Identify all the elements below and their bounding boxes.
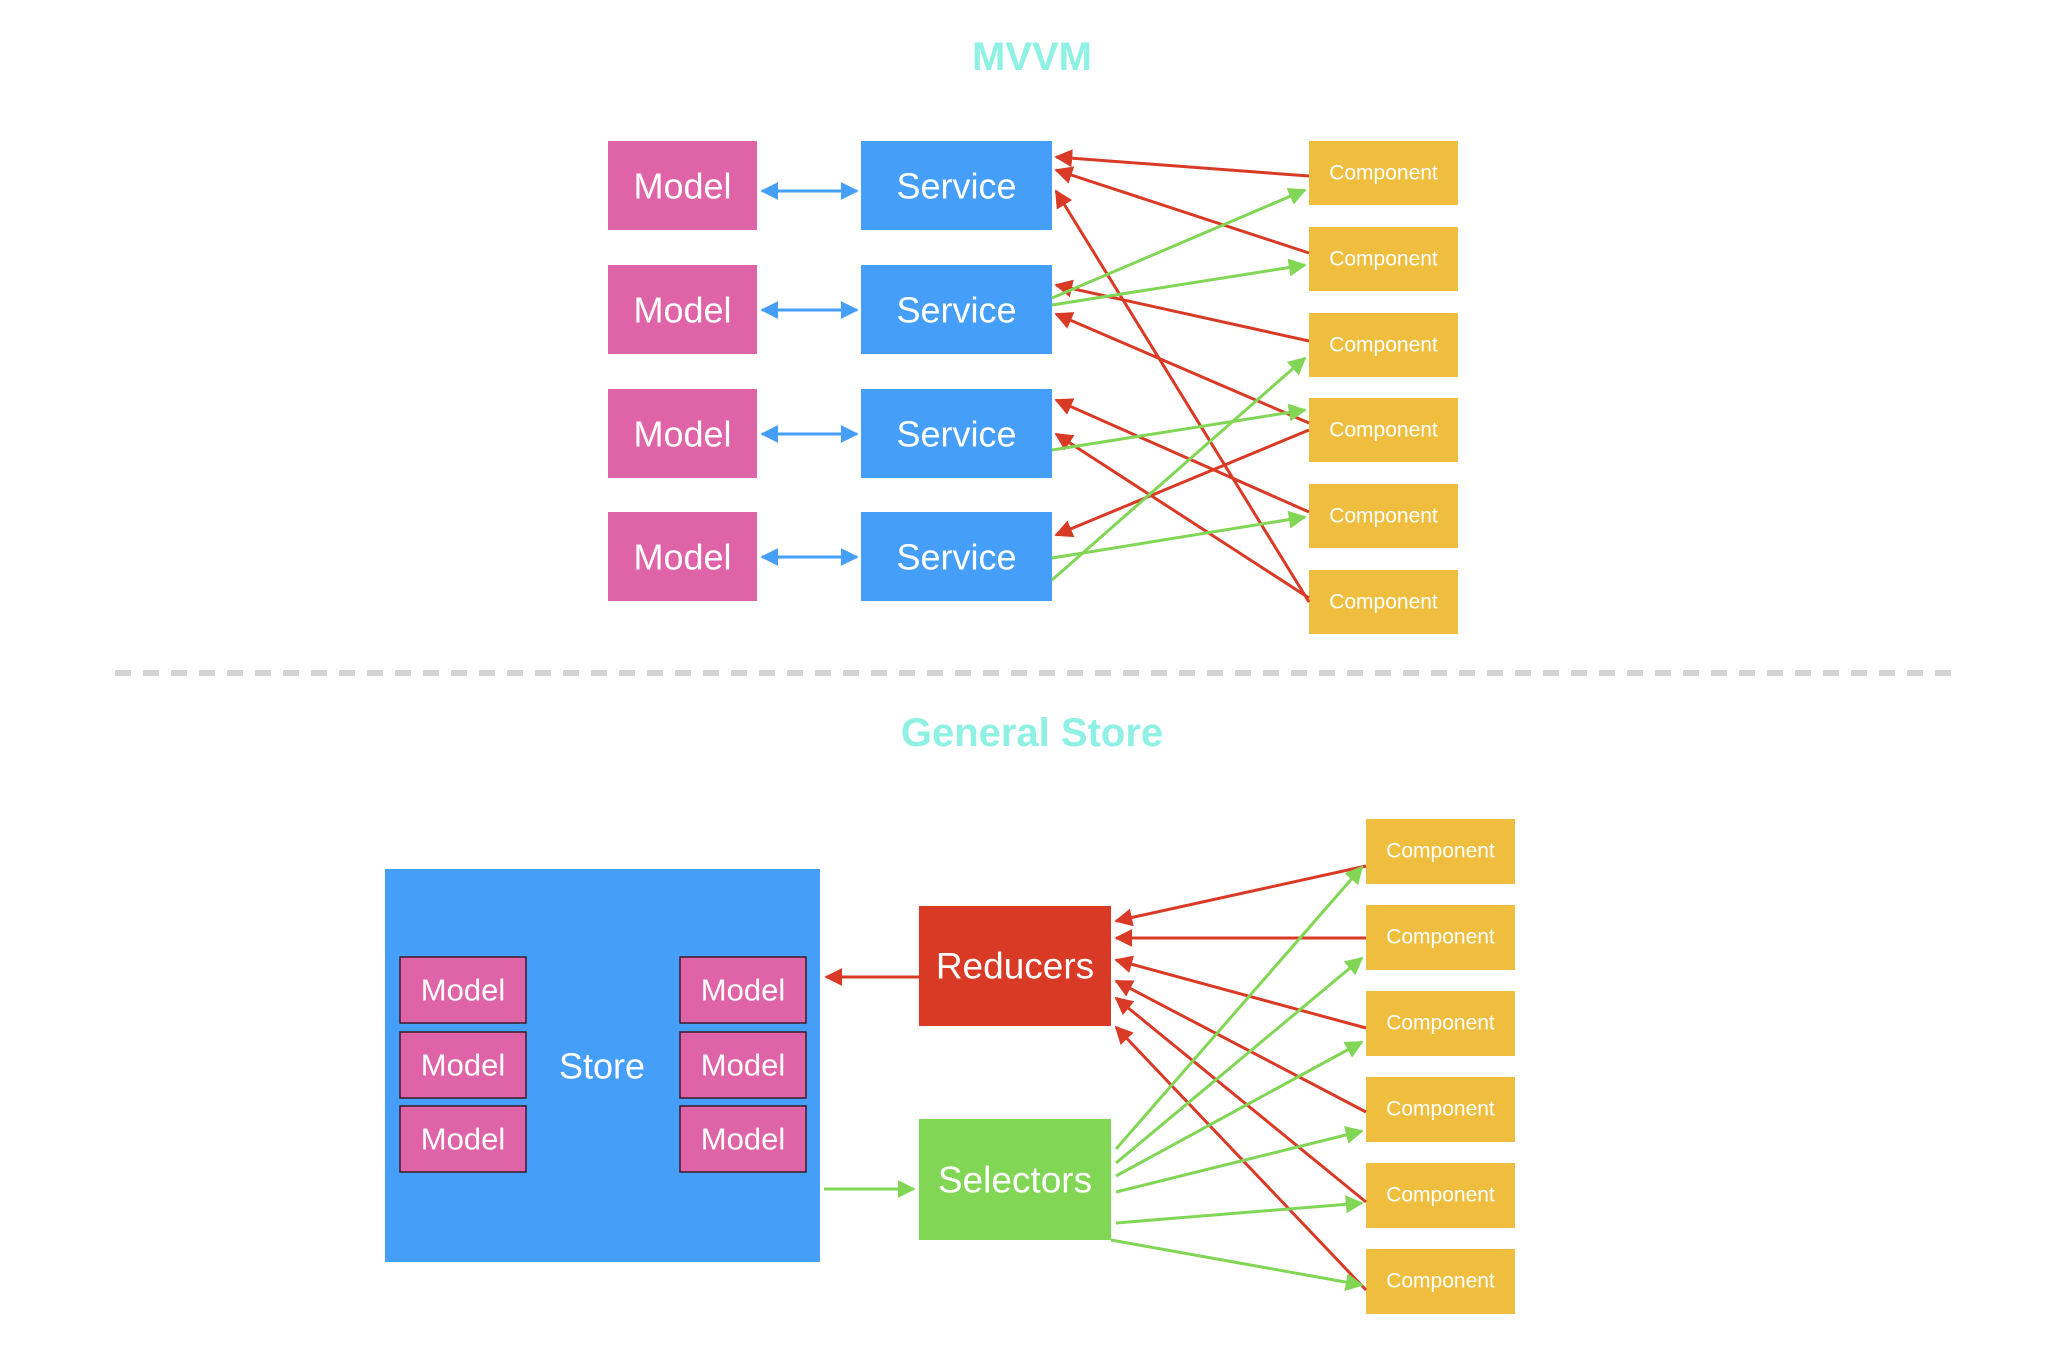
component-to-reducers-arrow (1114, 955, 1367, 1030)
store-model: Model (679, 1031, 807, 1099)
store-component-label: Component (1386, 1098, 1495, 1121)
store-model-label: Model (701, 1048, 785, 1083)
store-model: Model (679, 1105, 807, 1173)
store-component: Component (1366, 1077, 1515, 1142)
store-component: Component (1366, 819, 1515, 884)
selectors-to-component-arrow (1115, 1040, 1364, 1178)
mvvm-component-label: Component (1329, 419, 1438, 442)
component-to-service-arrow (1054, 189, 1311, 603)
store-component: Component (1366, 1163, 1515, 1228)
mvvm-component-label: Component (1329, 334, 1438, 357)
service-to-component-arrow (1051, 356, 1307, 582)
mvvm-component: Component (1309, 227, 1458, 291)
service-to-component-arrow (1051, 510, 1307, 560)
mvvm-model: Model (608, 141, 757, 230)
store-model: Model (399, 1105, 527, 1173)
mvvm-model: Model (608, 265, 757, 354)
component-to-service-arrow (1054, 166, 1310, 255)
component-to-reducers-arrow (1114, 979, 1367, 1114)
store-component-label: Component (1386, 1270, 1495, 1293)
component-to-service-arrow (1054, 432, 1310, 600)
mvvm-component-label: Component (1329, 162, 1438, 185)
store-model-label: Model (421, 1122, 505, 1157)
store-model-label: Model (701, 973, 785, 1008)
selectors-to-component-arrow (1115, 956, 1364, 1165)
mvvm-component: Component (1309, 398, 1458, 462)
mvvm-component-label: Component (1329, 248, 1438, 271)
mvvm-component-label: Component (1329, 591, 1438, 614)
store-model: Model (399, 1031, 527, 1099)
mvvm-component: Component (1309, 484, 1458, 548)
store-component: Component (1366, 905, 1515, 970)
component-to-service-arrow (1054, 428, 1310, 538)
mvvm-component: Component (1309, 313, 1458, 377)
mvvm-service: Service (861, 141, 1052, 230)
component-to-service-arrow (1054, 398, 1310, 514)
mvvm-service: Service (861, 512, 1052, 601)
store-model: Model (399, 956, 527, 1024)
mvvm-service: Service (861, 265, 1052, 354)
mvvm-model-label: Model (633, 537, 731, 578)
selectors-box: Selectors (919, 1119, 1111, 1240)
service-to-component-arrow (1051, 188, 1307, 300)
mvvm-component: Component (1309, 570, 1458, 634)
service-to-component-arrow (1051, 258, 1307, 307)
store-label: Store (559, 1046, 645, 1087)
component-to-service-arrow (1054, 312, 1310, 425)
mvvm-component-label: Component (1329, 505, 1438, 528)
mvvm-model-label: Model (633, 166, 731, 207)
mvvm-model-label: Model (633, 414, 731, 455)
component-to-service-arrow (1054, 279, 1310, 343)
component-to-reducers-arrow (1114, 996, 1367, 1204)
store-component-label: Component (1386, 840, 1495, 863)
mvvm-model-label: Model (633, 290, 731, 331)
store-model-label: Model (421, 973, 505, 1008)
selectors-to-component-arrow (1114, 865, 1364, 1150)
mvvm-model: Model (608, 389, 757, 478)
mvvm-service-label: Service (896, 414, 1016, 455)
mvvm-service-label: Service (896, 537, 1016, 578)
general-store-title: General Store (901, 711, 1163, 755)
store-component-label: Component (1386, 926, 1495, 949)
mvvm-component: Component (1309, 141, 1458, 205)
selectors-to-component-arrow (1115, 1126, 1364, 1194)
mvvm-service-label: Service (896, 166, 1016, 207)
reducers-box: Reducers (919, 906, 1111, 1026)
mvvm-model: Model (608, 512, 757, 601)
store-component: Component (1366, 1249, 1515, 1314)
store-model-label: Model (701, 1122, 785, 1157)
component-to-service-arrow (1054, 149, 1310, 178)
selectors-to-component-arrow (1110, 1238, 1364, 1291)
mvvm-service: Service (861, 389, 1052, 478)
mvvm-title: MVVM (972, 35, 1092, 79)
store-model: Model (679, 956, 807, 1024)
store-section: Store Model Model Model Model Model Mode… (385, 819, 1515, 1314)
store-component-label: Component (1386, 1012, 1495, 1035)
store-component: Component (1366, 991, 1515, 1056)
reducers-label: Reducers (936, 946, 1094, 987)
mvvm-section: Model Model Model Model Service Service … (608, 141, 1458, 634)
selectors-label: Selectors (938, 1160, 1092, 1201)
component-to-reducers-arrow (1114, 1025, 1368, 1292)
selectors-to-component-arrow (1115, 1195, 1364, 1225)
store-model-label: Model (421, 1048, 505, 1083)
service-to-component-arrow (1051, 403, 1307, 452)
store-component-label: Component (1386, 1184, 1495, 1207)
mvvm-service-label: Service (896, 290, 1016, 331)
component-to-reducers-arrow (1114, 864, 1367, 927)
